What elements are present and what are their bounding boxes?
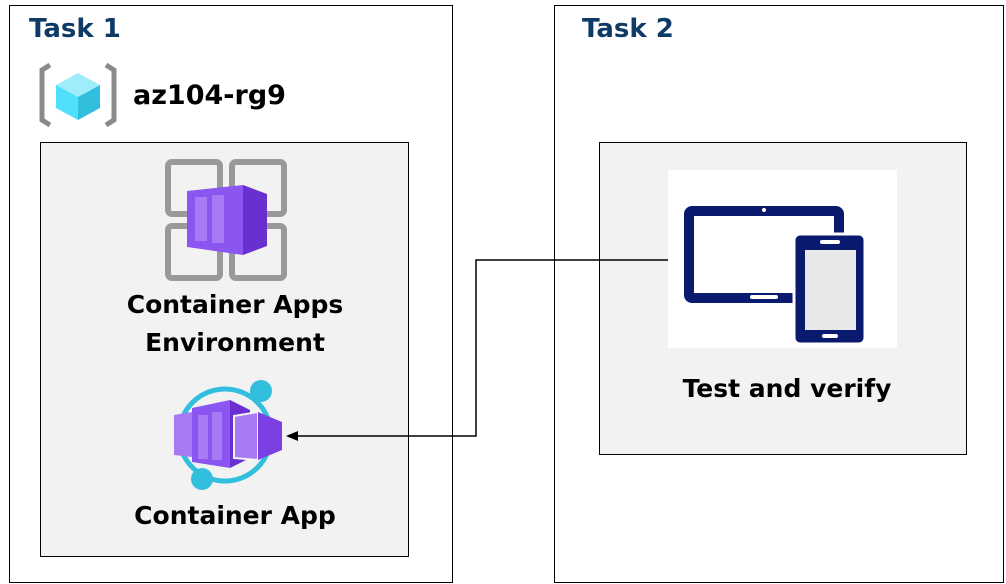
resource-group-icon [39, 62, 117, 128]
devices-icon [684, 206, 866, 345]
container-app-label: Container App [134, 501, 336, 530]
test-label: Test and verify [682, 374, 892, 403]
container-app-icon [174, 380, 282, 490]
resource-group-name: az104-rg9 [133, 80, 286, 111]
environment-label-line1: Container Apps [126, 290, 344, 319]
environment-label: Container Apps Environment [40, 286, 430, 362]
environment-label-line2: Environment [145, 328, 325, 357]
task1-title: Task 1 [29, 14, 121, 44]
container-apps-environment-icon [165, 159, 287, 281]
arrowhead-icon [286, 431, 298, 441]
task2-title: Task 2 [582, 14, 674, 44]
